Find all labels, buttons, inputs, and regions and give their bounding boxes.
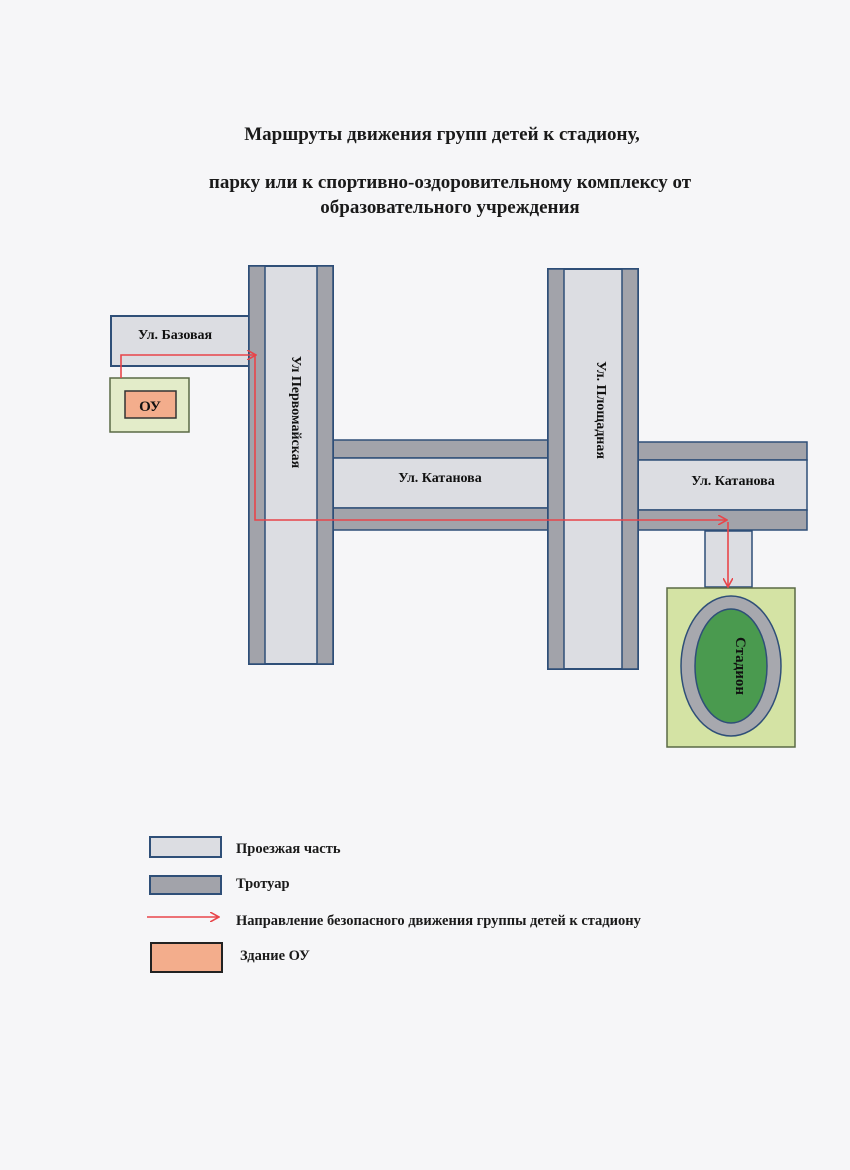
map-title-line-1: Маршруты движения групп детей к стадиону… bbox=[244, 124, 640, 145]
street-katanova-right: Ул. Катанова bbox=[636, 441, 808, 531]
street-label-katanova-right: Ул. Катанова bbox=[691, 474, 774, 489]
stadium-field bbox=[694, 608, 768, 724]
street-label-katanova-left: Ул. Катанова bbox=[398, 471, 481, 486]
legend-school-swatch bbox=[150, 942, 223, 973]
legend-route-label: Направление безопасного движения группы … bbox=[236, 913, 641, 929]
street-katanova-left: Ул. Катанова bbox=[331, 439, 549, 531]
stadium-label: Стадион bbox=[732, 637, 748, 695]
legend-sidewalk-label: Тротуар bbox=[236, 876, 290, 892]
stadium-lot: Стадион bbox=[666, 587, 796, 748]
street-label-ploshchadnaya: Ул. Площадная bbox=[593, 361, 608, 459]
street-label-bazovaya: Ул. Базовая bbox=[138, 328, 213, 343]
route-segment-along-katanova bbox=[254, 355, 726, 520]
route-segment-school-to-pervomayskaya bbox=[120, 355, 255, 378]
street-label-pervomayskaya: Ул Первомайская bbox=[288, 356, 303, 469]
map-title-line-3: образовательного учреждения bbox=[320, 197, 580, 218]
map-title-line-2: парку или к спортивно-оздоровительному к… bbox=[208, 172, 692, 193]
street-bazovaya: Ул. Базовая bbox=[110, 315, 252, 367]
legend-carriageway-label: Проезжая часть bbox=[236, 841, 341, 857]
school-building bbox=[124, 390, 177, 419]
safe-route bbox=[120, 355, 728, 586]
legend-carriageway-swatch bbox=[149, 836, 222, 858]
street-pervomayskaya: Ул Первомайская bbox=[248, 265, 334, 665]
school-lot: ОУ bbox=[109, 377, 190, 433]
legend-sidewalk-swatch bbox=[149, 875, 222, 895]
legend-school-label: Здание ОУ bbox=[240, 948, 310, 964]
street-ploshchadnaya: Ул. Площадная bbox=[547, 268, 639, 670]
school-label: ОУ bbox=[139, 399, 161, 415]
